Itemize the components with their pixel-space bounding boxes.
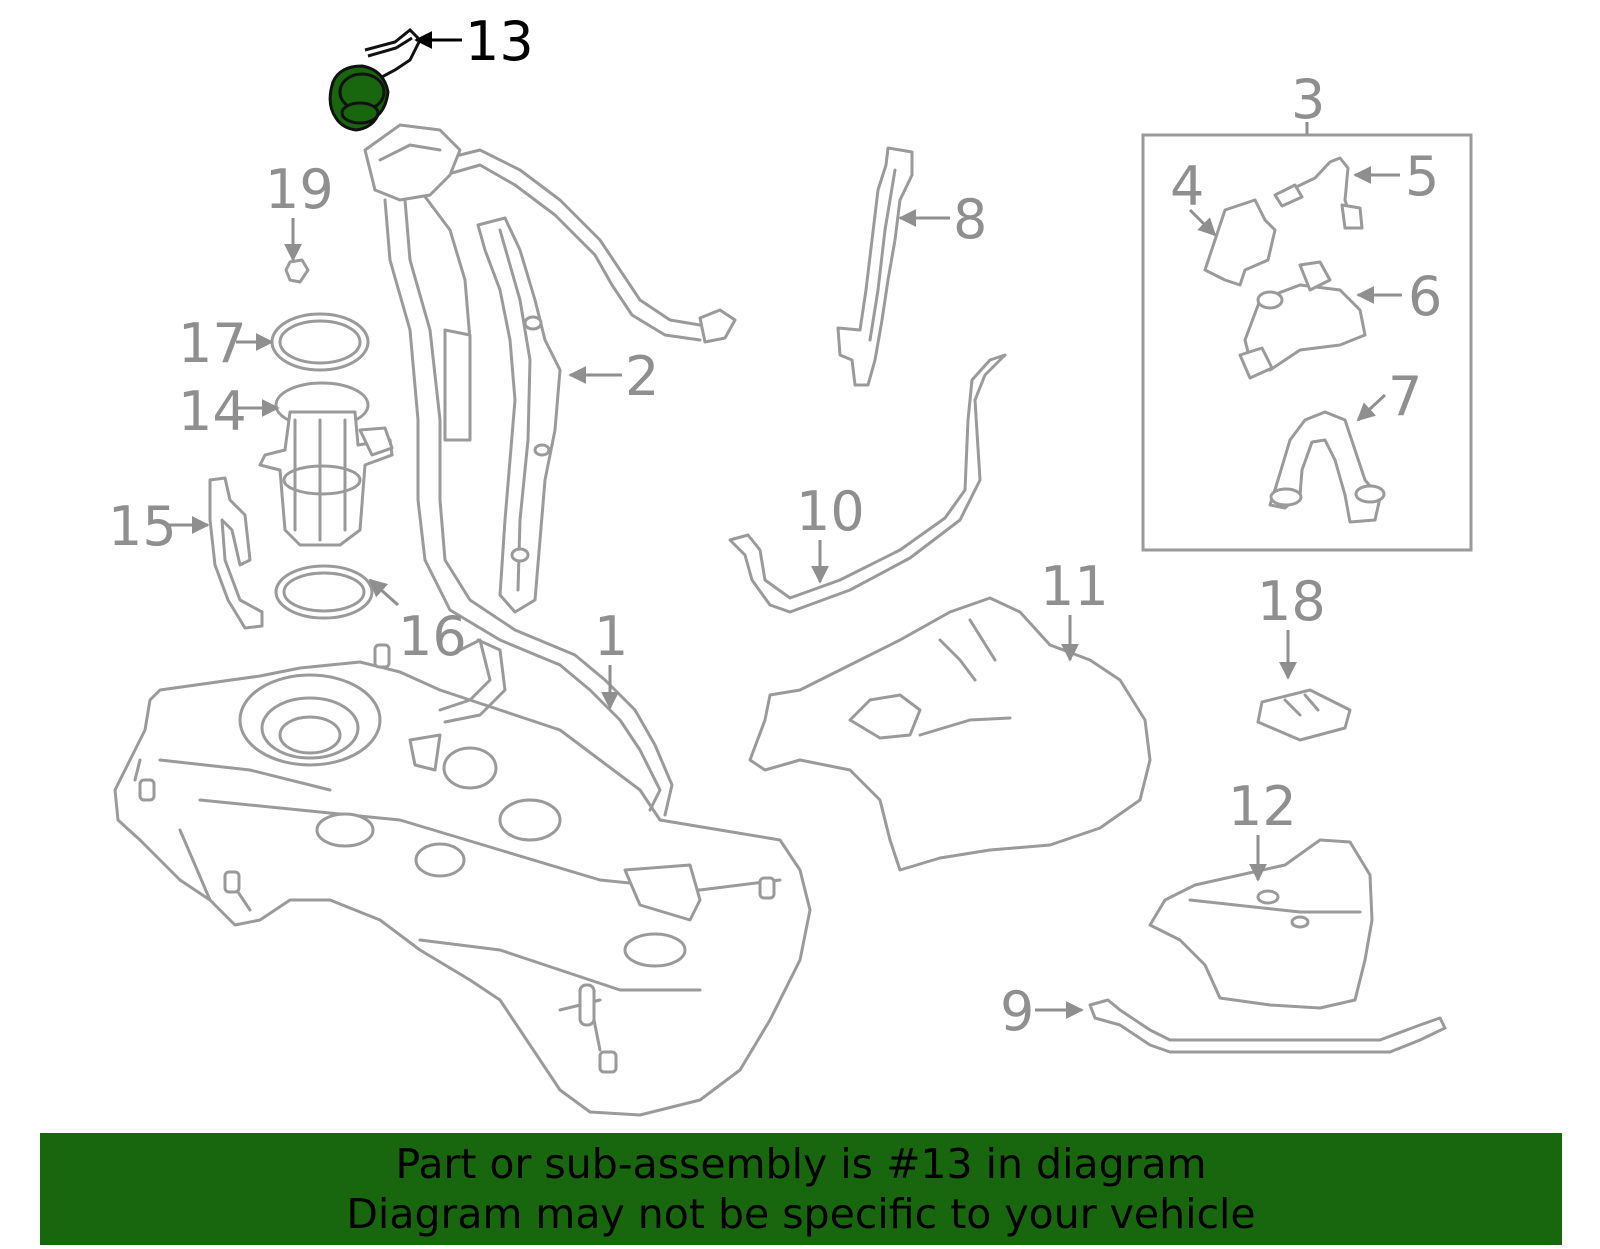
callout-9: 9 (1000, 980, 1034, 1043)
callout-19: 19 (265, 158, 334, 221)
part-12-shield (1148, 838, 1374, 1010)
callout-1: 1 (594, 605, 628, 668)
part-4-bracket (1203, 198, 1277, 287)
callout-6: 6 (1408, 265, 1442, 328)
part-17-ring (270, 312, 370, 372)
arrow-4 (1188, 208, 1217, 237)
part-1-fuel-tank (113, 643, 812, 1117)
part-notice-banner: Part or sub-assembly is #13 in diagram D… (40, 1133, 1562, 1245)
callout-7: 7 (1388, 365, 1422, 428)
callout-18: 18 (1257, 570, 1326, 633)
part-6-valve (1238, 260, 1367, 380)
callout-3: 3 (1291, 68, 1325, 131)
part-2-filler-bracket (476, 216, 562, 614)
callout-11: 11 (1040, 555, 1109, 618)
part-18-connector (1256, 688, 1352, 742)
callout-13: 13 (465, 10, 534, 73)
callout-8: 8 (953, 188, 987, 251)
callout-12: 12 (1228, 775, 1297, 838)
callout-15: 15 (108, 495, 177, 558)
part-16-seal-ring (274, 564, 374, 620)
part-7-hose (1268, 410, 1386, 524)
callout-4: 4 (1170, 155, 1204, 218)
callout-10: 10 (796, 480, 865, 543)
part-8-strap (836, 146, 914, 387)
callout-2: 2 (625, 345, 659, 408)
callout-labels: 13 19 17 14 15 16 2 1 8 10 11 18 12 9 3 … (108, 10, 1442, 1043)
part-11-heat-shield (748, 596, 1152, 872)
callout-14: 14 (178, 380, 247, 443)
callout-16: 16 (398, 605, 467, 668)
part-19-clip (284, 258, 310, 284)
part-15-sender (208, 476, 264, 630)
part-14-fuel-pump (258, 381, 394, 547)
banner-line-2: Diagram may not be specific to your vehi… (346, 1190, 1256, 1238)
part-13-fuel-cap (328, 27, 422, 132)
callout-5: 5 (1405, 145, 1439, 208)
filler-neck-pipe (363, 123, 737, 817)
arrow-7 (1356, 393, 1387, 422)
callout-17: 17 (178, 312, 247, 375)
leader-arrows (168, 31, 1402, 1019)
part-5-sensor (1273, 156, 1364, 230)
part-10-strap (728, 353, 1007, 614)
banner-line-1: Part or sub-assembly is #13 in diagram (395, 1140, 1207, 1188)
part-9-strap (1088, 998, 1447, 1054)
arrow-16 (368, 578, 399, 607)
